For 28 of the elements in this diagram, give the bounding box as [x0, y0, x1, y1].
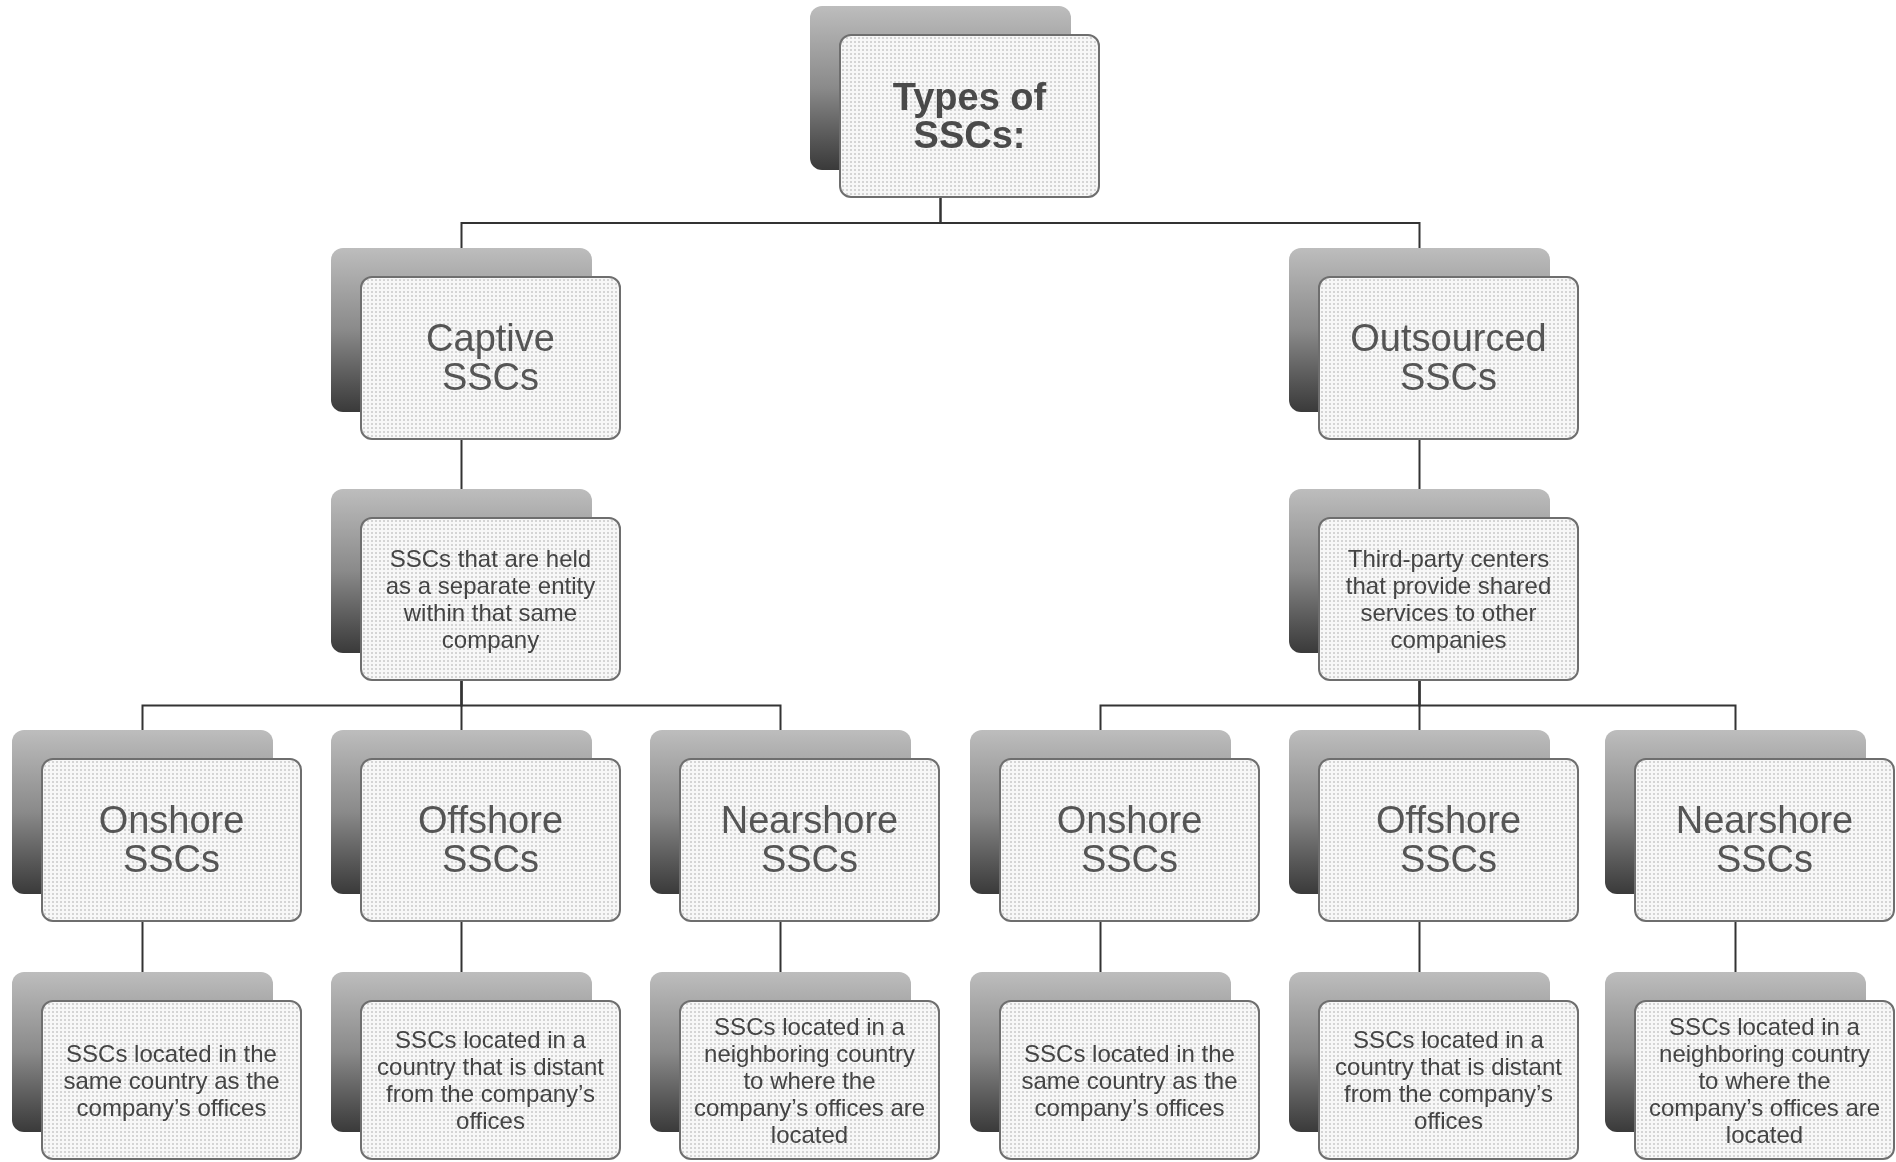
box-text: Onshore SSCs [1055, 801, 1204, 879]
box-text: Onshore SSCs [97, 801, 246, 879]
connector-line [1418, 921, 1421, 973]
connector-line [1734, 921, 1737, 973]
box-text: Outsourced SSCs [1349, 319, 1548, 397]
box-text: SSCs located in the same country as the company’s offices [1020, 1039, 1239, 1121]
box-text: SSCs located in a country that is distant from the company’s offices [376, 1026, 605, 1134]
connector-line [1418, 439, 1421, 490]
connector-line [1418, 680, 1737, 731]
connector-line [779, 921, 782, 973]
box-text: SSCs located in the same country as the company’s offices [62, 1039, 281, 1121]
connector-line [141, 921, 144, 973]
box-text: Captive SSCs [425, 319, 556, 397]
connector-line [460, 439, 463, 490]
connector-line [939, 197, 1421, 249]
box-text: Types of SSCs: [891, 78, 1048, 154]
connector-line [1099, 921, 1102, 973]
box-text: SSCs located in a country that is distant from the company’s offices [1334, 1026, 1563, 1134]
box-text: SSCs located in a neighboring country to where the company’s offices are located [693, 1012, 926, 1148]
connector-line [460, 921, 463, 973]
box-text: SSCs located in a neighboring country to where the company’s offices are located [1648, 1012, 1881, 1148]
box-text: Offshore SSCs [1374, 801, 1522, 879]
box-text: Offshore SSCs [416, 801, 564, 879]
box-text: SSCs that are held as a separate entity within that same company [384, 545, 597, 653]
box-text: Nearshore SSCs [1674, 801, 1855, 879]
connector-line [460, 680, 782, 731]
box-text: Nearshore SSCs [719, 801, 900, 879]
box-text: Third-party centers that provide shared services to other companies [1344, 545, 1553, 653]
